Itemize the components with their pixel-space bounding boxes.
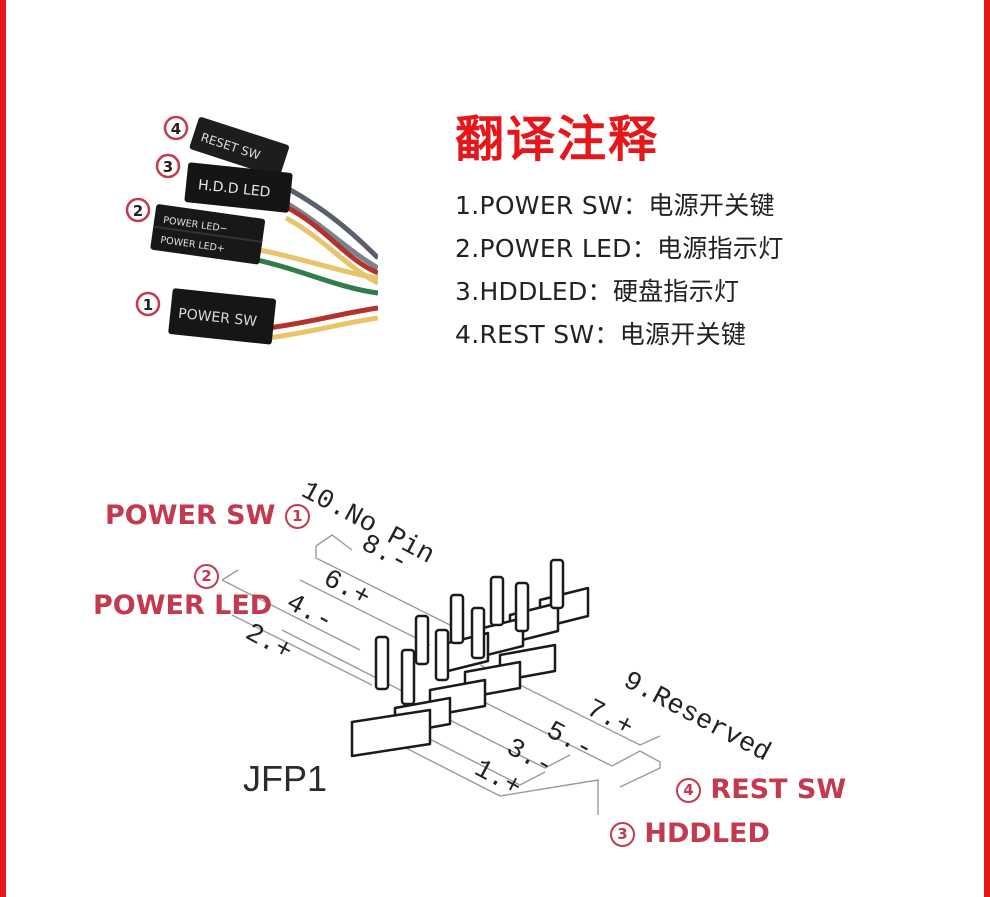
- jfp1-header-diagram: 10.No Pin 8.- 6.+ 4.- 2.+ 9.Reserved 7.+…: [0, 440, 990, 897]
- callout-power-led: POWER LED: [93, 590, 272, 622]
- note-line-3: 3.HDDLED：硬盘指示灯: [455, 277, 740, 306]
- svg-text:2: 2: [133, 202, 143, 220]
- reset-sw-connector: RESET SW: [189, 117, 290, 178]
- svg-text:3: 3: [163, 158, 173, 176]
- number-circle-3: 3: [155, 153, 181, 179]
- front-panel-cables-illustration: RESET SW H.D.D LED POWER LED− POWER LED+…: [118, 108, 378, 368]
- power-led-connector: POWER LED− POWER LED+: [150, 204, 266, 265]
- callout-power-led-label: POWER LED: [93, 590, 273, 621]
- wire-yellow: [249, 245, 378, 281]
- left-red-border: [0, 0, 6, 897]
- wire-green: [247, 255, 378, 296]
- note-line-1: 1.POWER SW：电源开关键: [455, 191, 775, 220]
- callout-power-sw-label: POWER SW: [105, 500, 276, 531]
- wire-red: [276, 200, 378, 276]
- callout-power-sw: POWER SW 1: [105, 500, 310, 532]
- callout-power-led-number: 2: [194, 564, 219, 589]
- wire-red: [267, 305, 378, 331]
- pin-bracket-lines: [221, 534, 661, 815]
- right-red-border: [984, 0, 990, 897]
- number-circle-4: 4: [163, 115, 189, 141]
- svg-text:4: 4: [171, 120, 181, 138]
- callout-hddled-number: 3: [610, 822, 635, 847]
- power-sw-connector: POWER SW: [168, 288, 277, 345]
- note-line-4: 4.REST SW：电源开关键: [455, 320, 747, 349]
- hdd-led-connector-label: H.D.D LED: [197, 177, 271, 201]
- hdd-led-connector: H.D.D LED: [184, 162, 293, 213]
- callout-hddled-label: HDDLED: [644, 818, 770, 849]
- header-pins: [350, 558, 590, 758]
- number-circle-1: 1: [135, 291, 161, 317]
- note-line-2: 2.POWER LED：电源指示灯: [455, 234, 784, 263]
- svg-text:1: 1: [143, 296, 153, 314]
- callout-power-led-number-wrap: 2: [194, 560, 219, 592]
- callout-hddled: 3 HDDLED: [610, 818, 770, 850]
- callout-rest-sw-label: REST SW: [710, 774, 847, 805]
- callout-rest-sw-number: 4: [676, 778, 701, 803]
- wire-yellow: [267, 315, 378, 341]
- callout-power-sw-number: 1: [284, 504, 310, 529]
- pin-label-2: 2.+: [240, 618, 297, 667]
- callout-rest-sw: 4 REST SW: [676, 774, 846, 806]
- number-circle-2: 2: [125, 197, 151, 223]
- notes-title: 翻译注释: [455, 111, 660, 168]
- header-name-label: JFP1: [243, 758, 328, 799]
- pin-label-9: 9.Reserved: [618, 666, 775, 769]
- notes-list: 1.POWER SW：电源开关键 2.POWER LED：电源指示灯 3.HDD…: [455, 184, 784, 356]
